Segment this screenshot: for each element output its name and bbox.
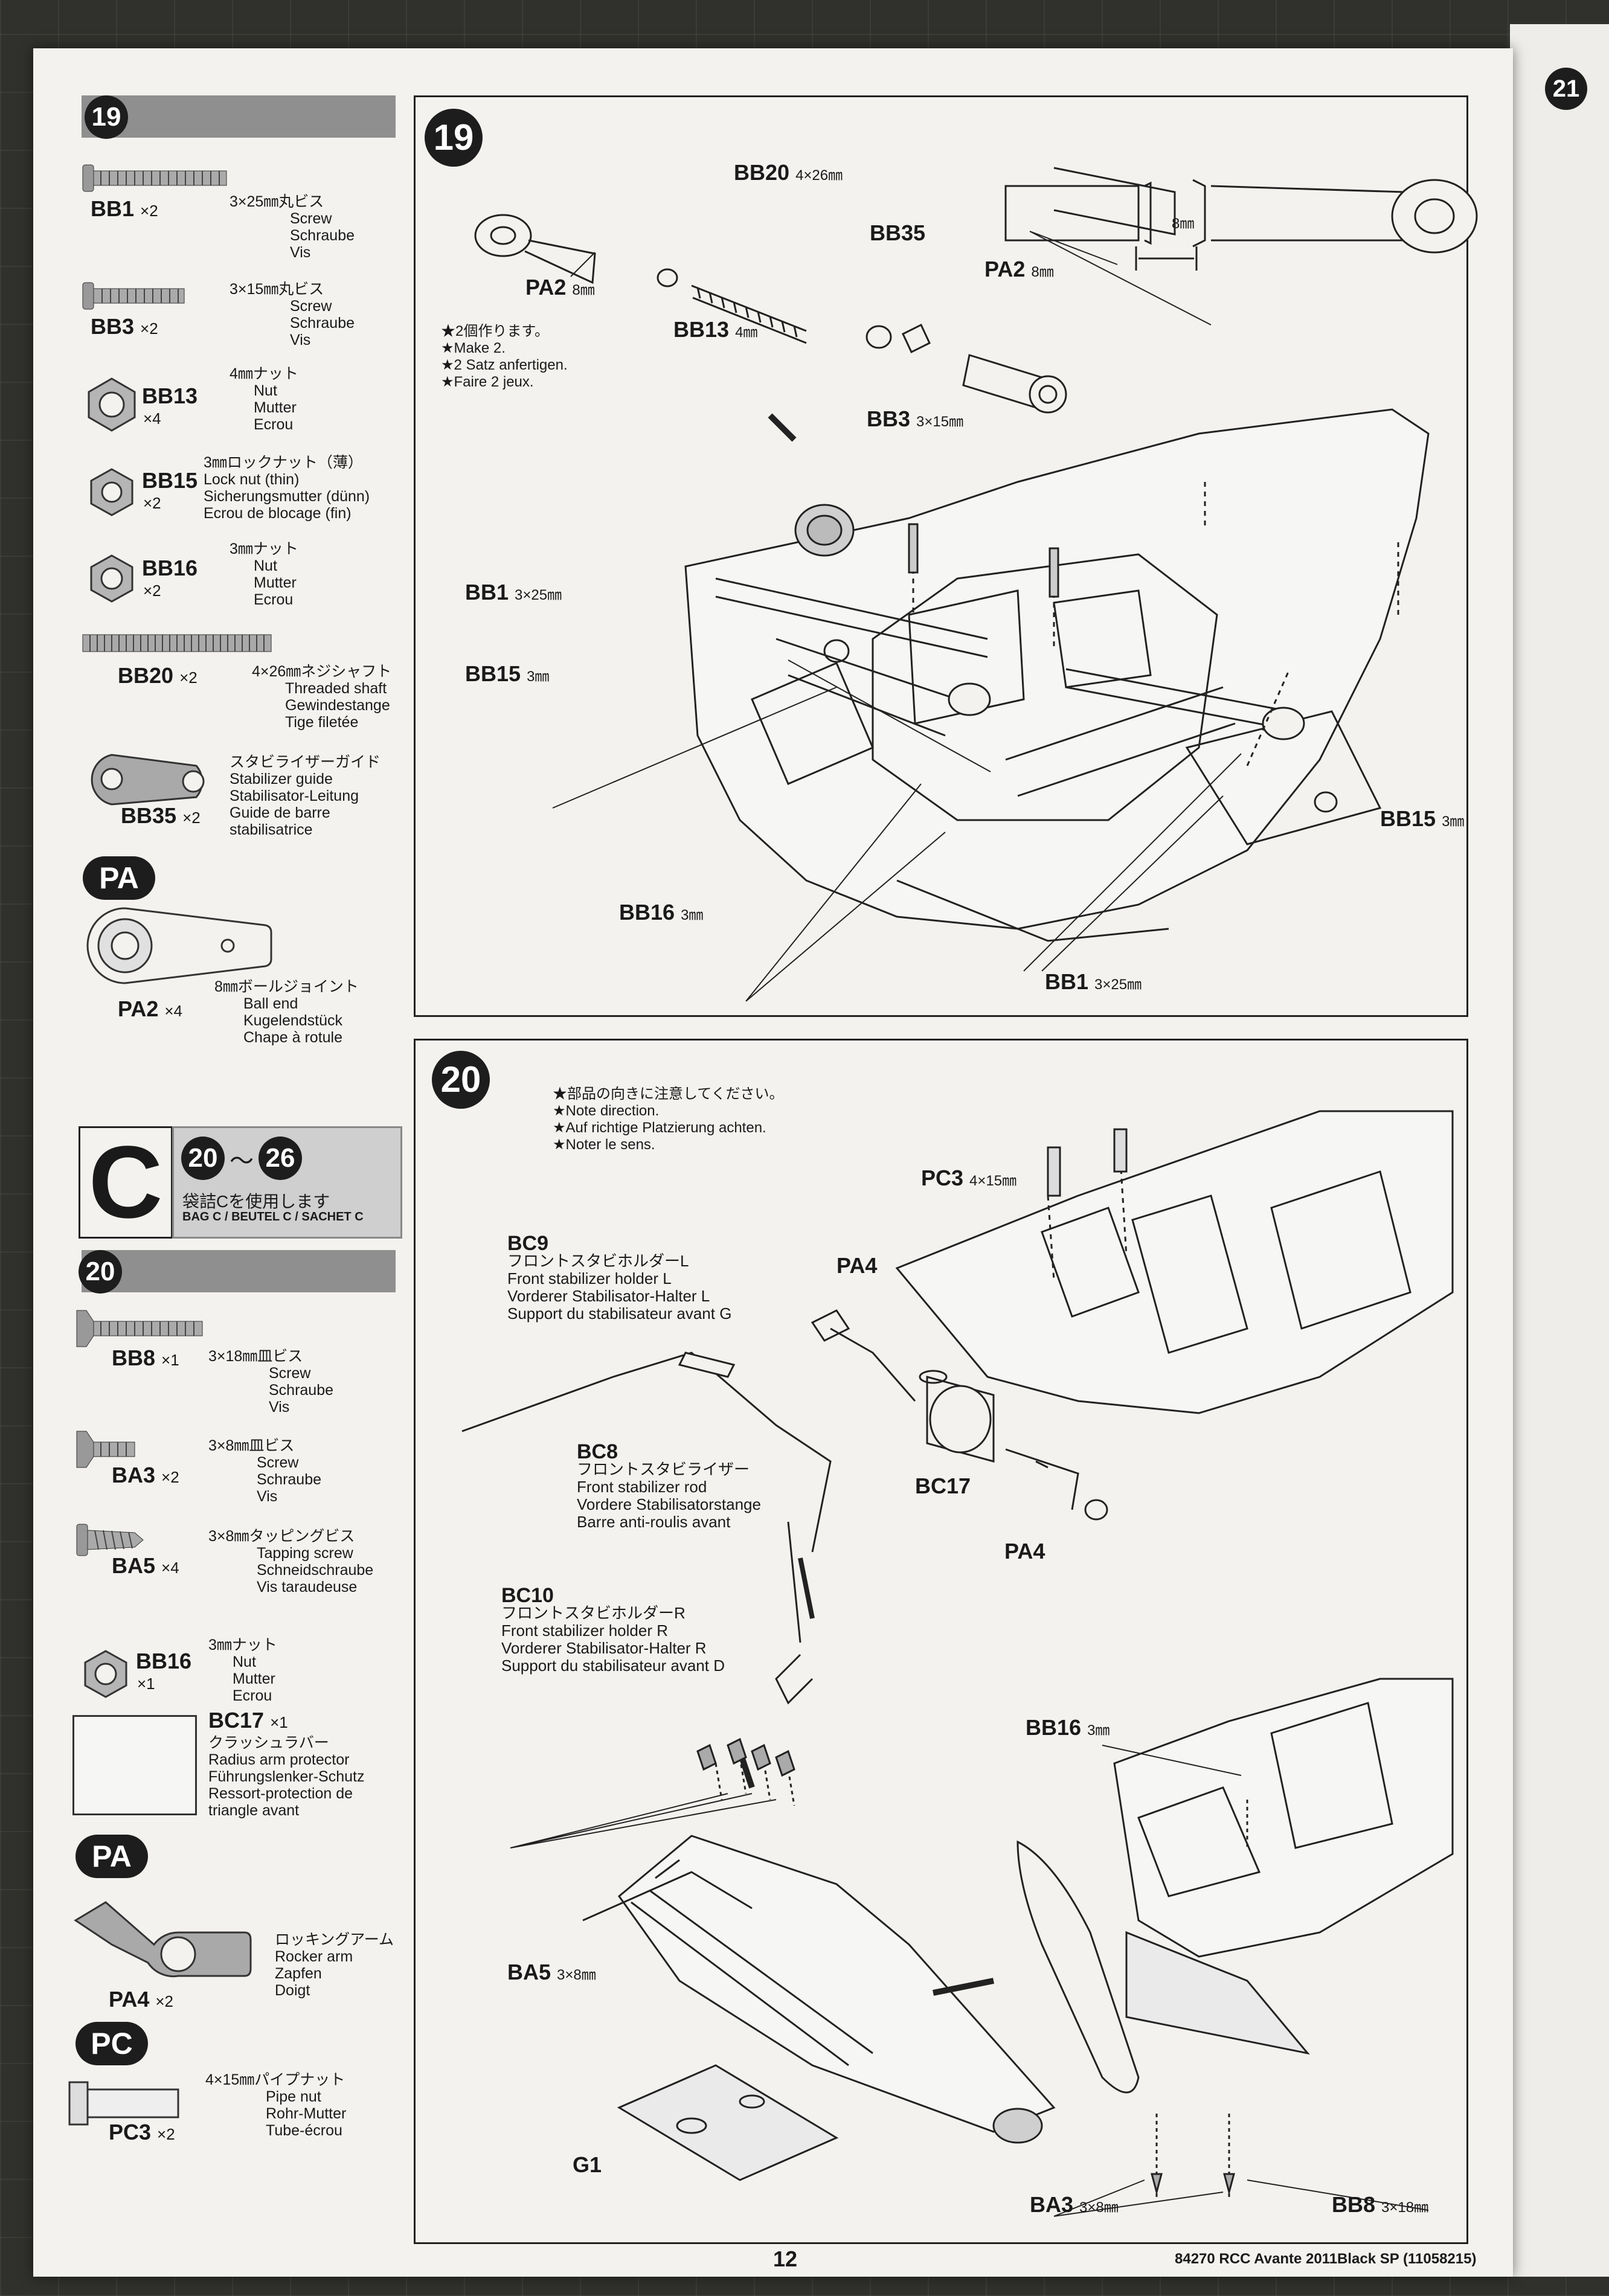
label-bb15-right-p19: BB15 3㎜	[1380, 806, 1465, 831]
label-pa4-top-p20: PA4	[837, 1253, 878, 1278]
step-20-notes: ★部品の向きに注意してください。★Note direction.★Auf ric…	[553, 1086, 784, 1153]
label-pa2-left-p19: PA2 8㎜	[525, 275, 595, 300]
page-number: 12	[773, 2246, 798, 2271]
label-bb35-p19: BB35	[870, 220, 926, 245]
next-page-edge: 21	[1510, 24, 1609, 2277]
step-20-assembly-drawing	[461, 1110, 1454, 2217]
label-g1-p20: G1	[573, 2152, 602, 2177]
label-bb1-top-p19: BB1 3×25㎜	[465, 580, 562, 604]
step-19-badge: 19	[425, 109, 483, 167]
label-ba3-p20: BA3 3×8㎜	[1030, 2192, 1119, 2217]
model-footer: 84270 RCC Avante 2011Black SP (11058215)	[1175, 2251, 1477, 2267]
pc-badge-step20: PC	[75, 2022, 148, 2065]
label-bb16-p20: BB16 3㎜	[1026, 1715, 1110, 1740]
label-bb16-p19: BB16 3㎜	[619, 900, 704, 925]
bag-from-badge: 20	[181, 1137, 225, 1180]
step-20-parts-header	[82, 1250, 396, 1292]
label-bb13-p19: BB13 4㎜	[673, 317, 758, 342]
label-bb15-left-p19: BB15 3㎜	[465, 661, 550, 686]
pa-badge-step19: PA	[83, 856, 155, 900]
label-bb1-bottom-p19: BB1 3×25㎜	[1045, 969, 1142, 994]
step-19-diagram-frame	[414, 95, 1468, 1017]
label-ba5-p20: BA5 3×8㎜	[507, 1960, 596, 1984]
label-bb3-p19: BB3 3×15㎜	[867, 406, 964, 431]
step-19-notes: ★2個作ります。★Make 2.★2 Satz anfertigen.★Fair…	[441, 323, 568, 390]
bag-to-badge: 26	[259, 1137, 302, 1180]
bag-c-info-box: 20 〜 26 袋詰Cを使用します BAG C / BEUTEL C / SAC…	[172, 1126, 402, 1239]
label-bb8-p20: BB8 3×18㎜	[1332, 2192, 1429, 2217]
dimension-label: 8㎜	[1172, 216, 1195, 232]
label-pa2-right-p19: PA2 8㎜	[984, 257, 1054, 281]
label-pc3-p20: PC3 4×15㎜	[921, 1166, 1017, 1190]
step-20-diagram-frame	[414, 1039, 1468, 2244]
pa-badge-step20: PA	[75, 1835, 148, 1878]
step-19-parts-header	[82, 95, 396, 138]
label-bb20-p19: BB20 4×26㎜	[734, 160, 843, 185]
step-20-parts-badge: 20	[79, 1250, 122, 1294]
step-21-badge: 21	[1545, 68, 1587, 110]
step-19-assembly-drawing	[474, 167, 1478, 1002]
bag-c-letter-box: C	[79, 1126, 173, 1239]
label-bc17-p20: BC17	[915, 1473, 971, 1498]
step-19-parts-badge: 19	[85, 95, 128, 139]
step-20-badge: 20	[432, 1051, 490, 1109]
label-pa4-bottom-p20: PA4	[1004, 1539, 1045, 1563]
